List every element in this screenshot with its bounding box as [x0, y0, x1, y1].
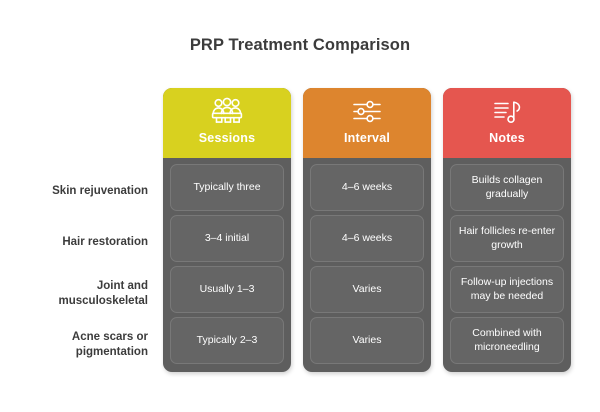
table-cell: 4–6 weeks: [310, 164, 424, 211]
column-body-sessions: Typically three 3–4 initial Usually 1–3 …: [163, 158, 291, 372]
table-cell: Follow-up injections may be needed: [450, 266, 564, 313]
row-label: Hair restoration: [62, 236, 148, 249]
column-header-interval: Interval: [303, 88, 431, 158]
table-cell: Usually 1–3: [170, 266, 284, 313]
table-cell: 3–4 initial: [170, 215, 284, 262]
row-label: Joint and musculoskeletal: [58, 280, 148, 307]
table-cell: Varies: [310, 266, 424, 313]
table-cell: Builds collagen gradually: [450, 164, 564, 211]
table-cell: Varies: [310, 317, 424, 364]
table-cell: Combined with microneedling: [450, 317, 564, 364]
column-header-label: Notes: [489, 131, 525, 145]
column-header-label: Interval: [343, 131, 391, 145]
comparison-columns: Sessions Typically three 3–4 initial Usu…: [163, 88, 575, 372]
table-cell: Typically three: [170, 164, 284, 211]
column-notes: Notes Builds collagen gradually Hair fol…: [443, 88, 571, 372]
page-title: PRP Treatment Comparison: [189, 36, 411, 54]
table-cell: Hair follicles re-enter growth: [450, 215, 564, 262]
column-header-label: Sessions: [198, 131, 256, 145]
music-note-lines-icon: [490, 95, 524, 129]
column-body-interval: 4–6 weeks 4–6 weeks Varies Varies: [303, 158, 431, 372]
column-header-sessions: Sessions: [163, 88, 291, 158]
row-label: Acne scars or pigmentation: [71, 331, 148, 358]
group-of-people-icon: [210, 95, 244, 129]
table-cell: 4–6 weeks: [310, 215, 424, 262]
column-body-notes: Builds collagen gradually Hair follicles…: [443, 158, 571, 372]
row-label: Skin rejuvenation: [52, 185, 148, 198]
column-interval: Interval 4–6 weeks 4–6 weeks Varies Vari…: [303, 88, 431, 372]
table-cell: Typically 2–3: [170, 317, 284, 364]
sliders-icon: [350, 95, 384, 129]
column-header-notes: Notes: [443, 88, 571, 158]
column-sessions: Sessions Typically three 3–4 initial Usu…: [163, 88, 291, 372]
row-label-column: Skin rejuvenation Hair restoration Joint…: [6, 168, 156, 368]
